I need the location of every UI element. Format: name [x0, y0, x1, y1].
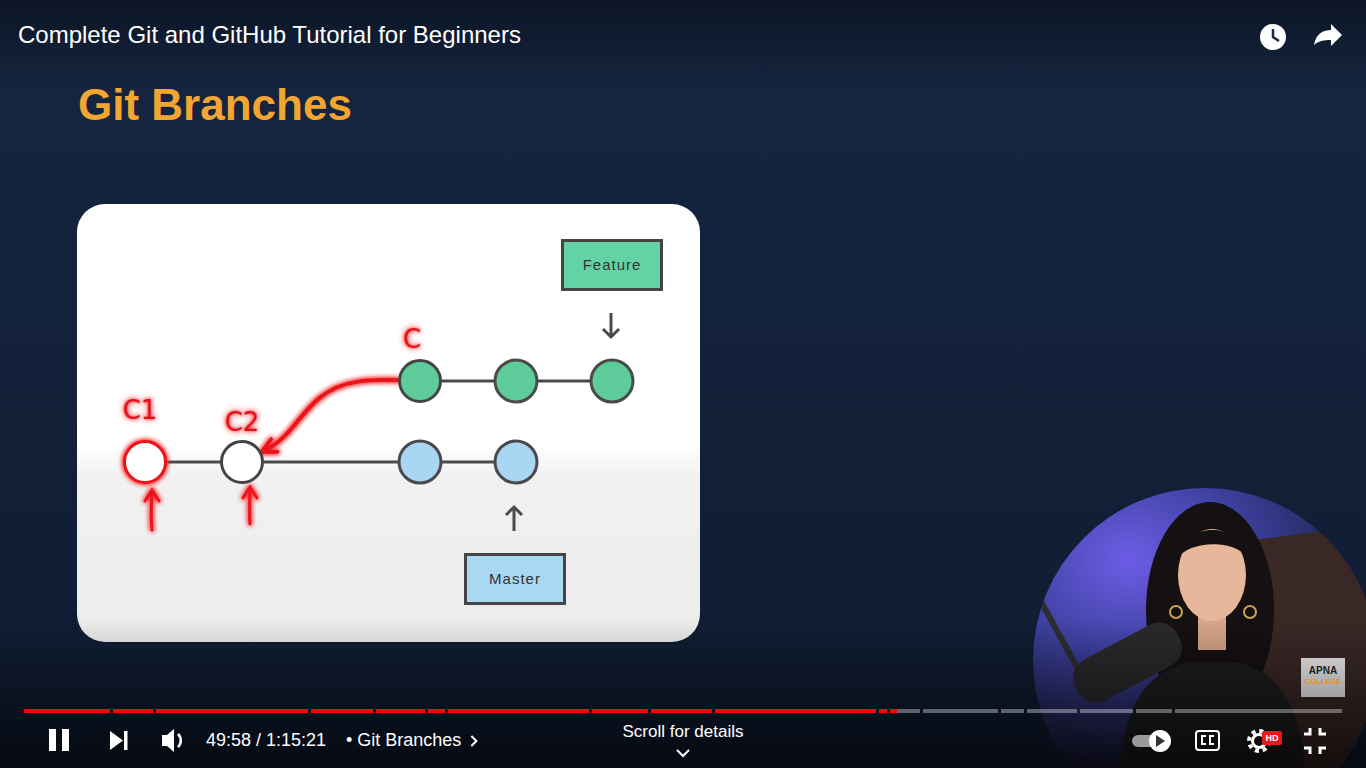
- annotation-arrow: [145, 490, 159, 530]
- progress-segment: [311, 709, 373, 713]
- progress-segment: [376, 709, 425, 713]
- scroll-chevron: [677, 750, 689, 756]
- progress-segment: [113, 709, 153, 713]
- watch-later-icon: [1273, 29, 1279, 41]
- commit-annotation: C1: [123, 396, 158, 426]
- logo-text: COLLEGE: [1305, 678, 1341, 687]
- progress-segment: [1175, 709, 1342, 713]
- quality-badge-text: HD: [1266, 733, 1279, 743]
- commit-circle: C1: [123, 440, 167, 484]
- commit-annotation: C2: [225, 408, 260, 438]
- hair: [1176, 530, 1248, 560]
- commit-circle-shape: [220, 440, 264, 484]
- top-icons: [1260, 24, 1342, 50]
- scroll-hint: Scroll for details: [623, 722, 744, 742]
- commit-circle-shape: [123, 440, 167, 484]
- pause-icon: [49, 729, 56, 751]
- progress-segment: [1080, 709, 1133, 713]
- branch-name: Feature: [583, 256, 642, 273]
- video-time: 49:58 / 1:15:21: [206, 730, 326, 751]
- progress-segment: [897, 709, 920, 713]
- progress-segment: [923, 709, 998, 713]
- volume-icon: [178, 734, 181, 747]
- chapter-name: • Git Branches: [346, 730, 461, 751]
- commit-circle: C: [398, 359, 442, 403]
- commit-circle: [495, 360, 537, 402]
- commit-line: [167, 461, 220, 464]
- next-icon: [110, 731, 123, 750]
- progress-segment: [592, 709, 648, 713]
- progress-segment: [156, 709, 308, 713]
- share-icon: [1314, 24, 1342, 46]
- quality-badge: [1262, 731, 1282, 745]
- commit-circle: [591, 360, 633, 402]
- progress-segment: [24, 709, 110, 713]
- commit-circle-shape: [398, 359, 442, 403]
- progress-segment: [879, 709, 887, 713]
- commit-line: [442, 461, 494, 464]
- pointer-arrow: [603, 313, 619, 337]
- bottom-shade: [0, 620, 1366, 768]
- watch-later-icon: [1260, 24, 1286, 50]
- branch-name: Master: [489, 570, 541, 587]
- progress-segment: [715, 709, 876, 713]
- commit-line: [264, 461, 398, 464]
- chapter-chevron: [471, 736, 476, 746]
- progress-segment: [428, 709, 445, 713]
- video-title: Complete Git and GitHub Tutorial for Beg…: [18, 21, 521, 49]
- progress-segment: [1136, 709, 1172, 713]
- captions-icon: [1196, 731, 1219, 750]
- autoplay-toggle: [1149, 730, 1171, 752]
- branch-illustration: [264, 313, 633, 531]
- next-icon: [124, 731, 128, 750]
- commit-line: [442, 380, 494, 383]
- earring: [1244, 606, 1256, 618]
- branch-label-box: Master: [464, 553, 566, 605]
- pointer-arrow: [506, 507, 522, 531]
- exit-fullscreen-icon: [1304, 728, 1326, 754]
- captions-icon: [1202, 736, 1214, 744]
- progress-segment: [1001, 709, 1024, 713]
- commit-circle-shape: [400, 361, 441, 402]
- progress-segment: [1027, 709, 1077, 713]
- progress-segment: [890, 709, 897, 713]
- annotation-arrow: [262, 380, 398, 452]
- earring: [1170, 606, 1182, 618]
- logo-text: APNA: [1309, 665, 1337, 677]
- commit-line: [538, 380, 590, 383]
- commit-circle-shape: [222, 442, 263, 483]
- slide-heading: Git Branches: [78, 80, 352, 131]
- pause-icon: [62, 729, 69, 751]
- top-shade: [0, 0, 1366, 90]
- annotation-arrows: [145, 487, 257, 530]
- commit-annotation: C: [403, 325, 421, 355]
- annotation-arrow: [243, 487, 257, 524]
- commit-circle: C2: [220, 440, 264, 484]
- commit-circle-shape: [125, 442, 166, 483]
- progress-bar: [24, 709, 1342, 713]
- progress-segment: [651, 709, 712, 713]
- commit-circle: [495, 441, 537, 483]
- commit-circle: [399, 441, 441, 483]
- volume-icon: [162, 729, 174, 752]
- autoplay-toggle: [1156, 735, 1165, 747]
- slide-card: [77, 204, 700, 642]
- branch-label-box: Feature: [561, 239, 663, 291]
- progress-segment: [448, 709, 589, 713]
